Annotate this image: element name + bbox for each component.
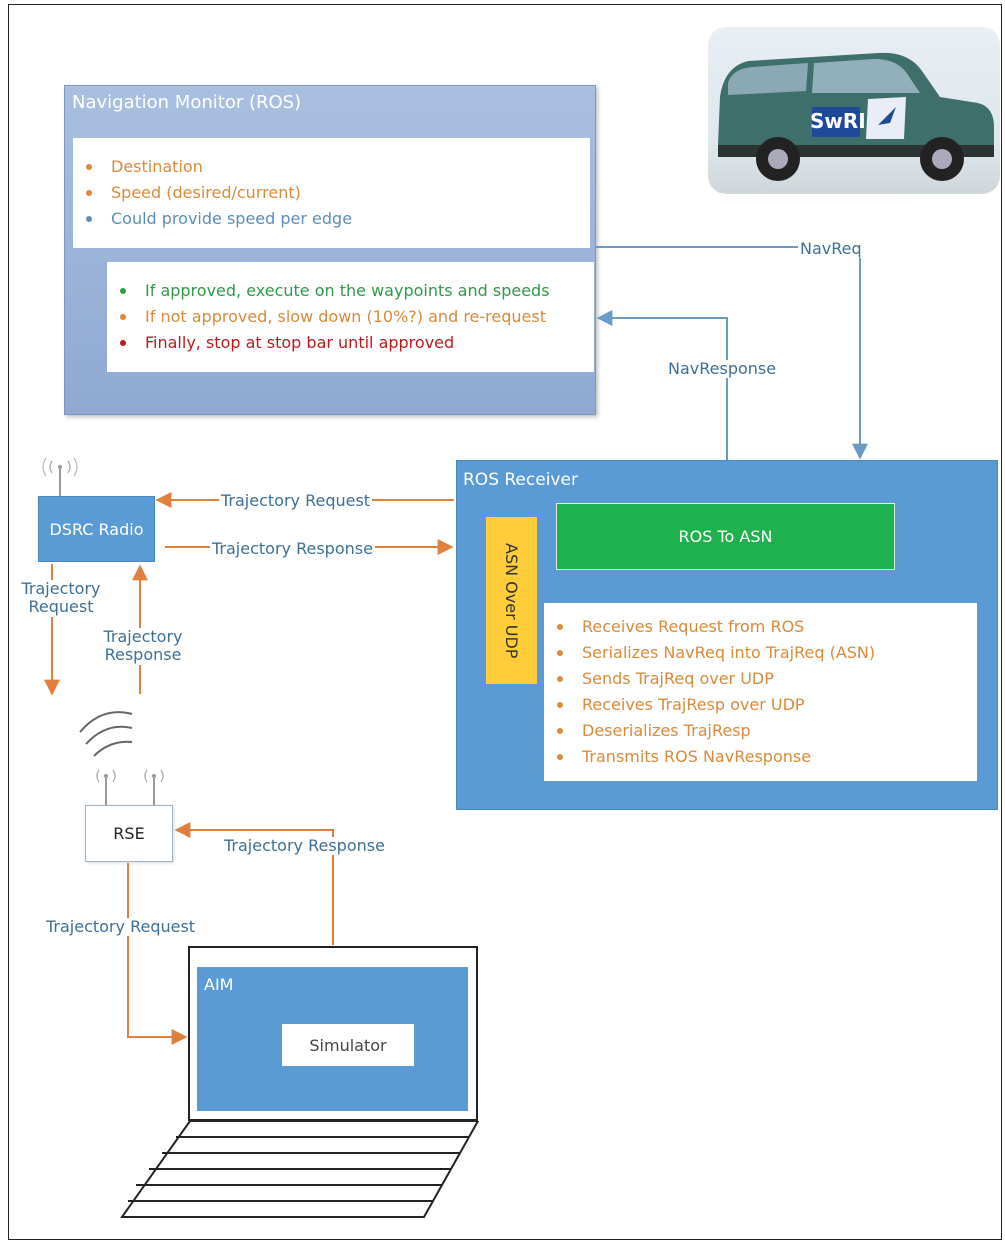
navresponse-label: NavResponse (666, 359, 779, 379)
list-item: Receives TrajResp over UDP (544, 692, 977, 718)
list-item: Speed (desired/current) (73, 180, 590, 206)
simulator-label: Simulator (309, 1035, 387, 1055)
laptop-keyboard (120, 1120, 490, 1221)
rse-up-response-label: Trajectory Response (95, 627, 191, 665)
navigation-monitor-title: Navigation Monitor (ROS) (72, 92, 302, 113)
rse-antenna-icon (88, 766, 172, 806)
dsrc-antenna-icon (40, 455, 80, 497)
list-item: Transmits ROS NavResponse (544, 744, 977, 770)
navresponse-connector (596, 310, 728, 460)
list-item: Receives Request from ROS (544, 614, 977, 640)
vehicle-logo: SwRI (810, 109, 866, 133)
simulator-box: Simulator (282, 1024, 414, 1066)
behaviors-list: If approved, execute on the waypoints an… (107, 278, 594, 356)
asn-over-udp-label: ASN Over UDP (502, 542, 521, 659)
dsrc-radio-box: DSRC Radio (38, 496, 155, 562)
dsrc-down-request-label: Trajectory Request (14, 579, 108, 617)
diagram-frame (8, 4, 1002, 1240)
navigation-monitor-behaviors: If approved, execute on the waypoints an… (107, 262, 594, 372)
list-item: Finally, stop at stop bar until approved (107, 330, 594, 356)
asn-over-udp-block: ASN Over UDP (486, 517, 537, 684)
aim-title: AIM (204, 975, 234, 994)
ros-to-asn-block: ROS To ASN (556, 503, 895, 570)
dsrc-radio-label: DSRC Radio (49, 519, 144, 539)
rse-to-aim-request-connector (127, 863, 188, 1045)
wireless-signal-icon (72, 706, 142, 766)
list-item: Could provide speed per edge (73, 206, 590, 232)
aim-to-rse-response-connector (174, 822, 334, 945)
list-item: Deserializes TrajResp (544, 718, 977, 744)
list-item: Sends TrajReq over UDP (544, 666, 977, 692)
dsrc-response-label: Trajectory Response (210, 539, 375, 559)
list-item: If not approved, slow down (10%?) and re… (107, 304, 594, 330)
vehicle-photo: SwRI (708, 27, 1000, 194)
ros-receiver-title: ROS Receiver (463, 470, 578, 490)
list-item: Destination (73, 154, 590, 180)
rse-label: RSE (113, 824, 145, 843)
navreq-label: NavReq (798, 239, 864, 259)
rse-to-aim-request-label: Trajectory Request (44, 917, 198, 937)
list-item: If approved, execute on the waypoints an… (107, 278, 594, 304)
rse-box: RSE (85, 805, 173, 862)
suv-illustration (718, 52, 994, 181)
ros-to-asn-label: ROS To ASN (678, 527, 773, 546)
dsrc-request-label: Trajectory Request (219, 491, 373, 511)
list-item: Serializes NavReq into TrajReq (ASN) (544, 640, 977, 666)
aim-to-rse-response-label: Trajectory Response (222, 836, 387, 856)
